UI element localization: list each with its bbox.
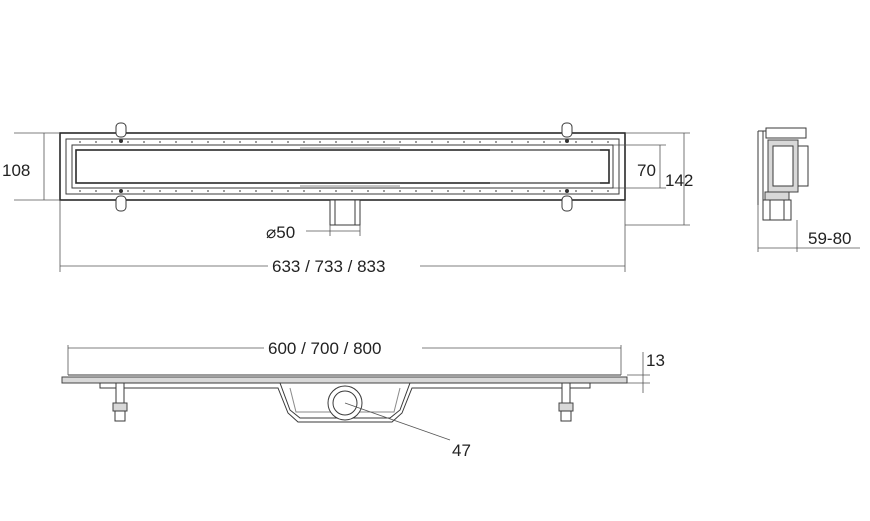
grate-outer (71, 144, 614, 189)
dim-70: 70 (637, 161, 656, 180)
flange-plate (61, 376, 628, 384)
grate-inner (75, 149, 610, 184)
perforation-dot (575, 141, 577, 143)
perforation-dot (431, 141, 433, 143)
perforation-dot (511, 190, 513, 192)
perforation-dot (79, 141, 81, 143)
foot-left (112, 382, 128, 422)
perforation-dot (255, 141, 257, 143)
perforation-dot (463, 190, 465, 192)
front-view: 600 / 700 / 800 13 47 (61, 339, 665, 460)
perforation-dot (383, 141, 385, 143)
perforation-dot (495, 190, 497, 192)
perforation-dot (223, 190, 225, 192)
dim-142: 142 (665, 171, 693, 190)
side-section: 59-80 (757, 127, 860, 252)
perforation-dot (207, 141, 209, 143)
perforation-dot (239, 141, 241, 143)
channel-body (99, 382, 591, 423)
perforation-dot (271, 141, 273, 143)
dim-outlet-diameter: ⌀50 (266, 223, 295, 242)
dim-flange-height: 13 (646, 351, 665, 370)
perforation-dot (95, 190, 97, 192)
perforation-dot (415, 190, 417, 192)
perforation-dot (415, 141, 417, 143)
perforation-dot (479, 190, 481, 192)
perforation-dot (303, 190, 305, 192)
perforation-dot (255, 190, 257, 192)
perforation-dot (367, 141, 369, 143)
perforation-dot (239, 190, 241, 192)
dim-outlet-height: 47 (452, 441, 471, 460)
perforation-dot (127, 190, 129, 192)
perforation-dot (543, 190, 545, 192)
perforation-dot (575, 190, 577, 192)
perforation-dot (527, 190, 529, 192)
dim-adjust-range: 59-80 (808, 229, 851, 248)
perforation-dot (271, 190, 273, 192)
perforation-dot (399, 141, 401, 143)
perforation-dot (287, 141, 289, 143)
perforation-dot (79, 190, 81, 192)
dim-108: 108 (2, 161, 30, 180)
perforation-dot (607, 141, 609, 143)
perforation-dot (591, 190, 593, 192)
frame-inner (65, 138, 620, 195)
perforation-dot (335, 190, 337, 192)
perforation-dot (191, 190, 193, 192)
perforation-dot (175, 141, 177, 143)
mounting-lug-right (561, 122, 573, 212)
perforation-dot (287, 190, 289, 192)
perforation-dot (463, 141, 465, 143)
perforation-dot (559, 141, 561, 143)
foot-right (558, 382, 574, 422)
perforation-dot (495, 141, 497, 143)
perforation-dot (351, 190, 353, 192)
perforation-dot (511, 141, 513, 143)
perforation-dot (431, 190, 433, 192)
perforation-dot (159, 141, 161, 143)
perforation-dot (207, 190, 209, 192)
mounting-lug-left (115, 122, 127, 212)
perforation-dot (383, 190, 385, 192)
perforation-dot (303, 141, 305, 143)
perforation-dot (159, 190, 161, 192)
dim-overall-length: 633 / 733 / 833 (272, 257, 385, 276)
perforation-dot (223, 141, 225, 143)
perforation-dot (127, 141, 129, 143)
perforation-dot (111, 141, 113, 143)
perforation-dot (399, 190, 401, 192)
perforation-dot (175, 190, 177, 192)
perforation-dot (319, 141, 321, 143)
perforation-dot (447, 190, 449, 192)
perforation-dot (191, 141, 193, 143)
perforation-dot (111, 190, 113, 192)
perforation-dot (543, 141, 545, 143)
perforation-dot (319, 190, 321, 192)
perforation-dot (527, 141, 529, 143)
perforation-dot (143, 190, 145, 192)
perforation-dot (479, 141, 481, 143)
perforation-dot (351, 141, 353, 143)
grate-perforation (79, 141, 609, 192)
perforation-dot (95, 141, 97, 143)
perforation-dot (367, 190, 369, 192)
perforation-dot (447, 141, 449, 143)
dim-grate-length: 600 / 700 / 800 (268, 339, 381, 358)
perforation-dot (607, 190, 609, 192)
frame-outer (59, 132, 626, 201)
perforation-dot (591, 141, 593, 143)
perforation-dot (143, 141, 145, 143)
perforation-dot (335, 141, 337, 143)
perforation-dot (559, 190, 561, 192)
top-view: 108 70 142 ⌀50 633 / 733 / 833 (2, 122, 693, 276)
